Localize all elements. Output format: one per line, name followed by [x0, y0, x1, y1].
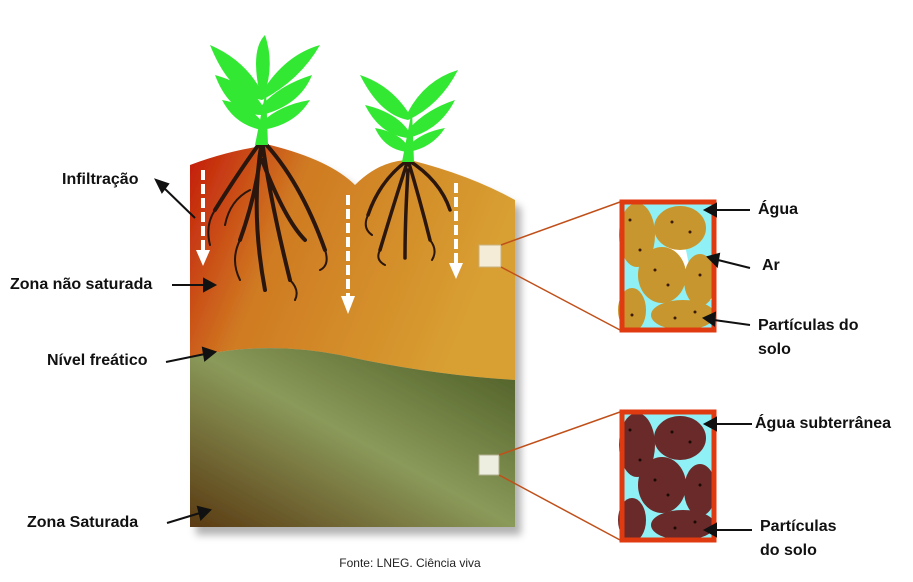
sample-marker-top	[478, 244, 502, 268]
plant-leaves	[210, 35, 458, 162]
saturated-zone	[190, 348, 515, 527]
label-line: do solo	[760, 542, 817, 559]
label-infiltration: Infiltração	[62, 171, 139, 188]
label-soil-particles-top: Partículas do solo	[758, 314, 858, 362]
label-saturated-zone: Zona Saturada	[27, 514, 139, 531]
label-water-table: Nível freático	[47, 352, 148, 369]
sample-marker-bottom	[478, 454, 500, 476]
label-water: Água	[758, 201, 798, 218]
source-caption: Fonte: LNEG. Ciência viva	[339, 556, 481, 570]
label-line: Partículas	[760, 518, 837, 535]
label-groundwater: Água subterrânea	[755, 415, 892, 432]
label-arrows	[154, 178, 752, 538]
zoom-lines	[498, 201, 621, 541]
soil-block	[190, 145, 515, 527]
zoom-box-unsaturated	[618, 199, 717, 333]
roots	[207, 138, 452, 301]
label-air: Ar	[762, 257, 780, 274]
unsaturated-zone	[190, 145, 515, 380]
label-line: Partículas do	[758, 317, 859, 334]
infiltration-arrows	[196, 170, 463, 314]
label-soil-particles-bottom: Partículas do solo	[760, 515, 836, 563]
zoom-box-saturated	[618, 409, 717, 543]
label-unsaturated-zone: Zona não saturada	[10, 276, 153, 293]
label-line: solo	[758, 341, 791, 358]
